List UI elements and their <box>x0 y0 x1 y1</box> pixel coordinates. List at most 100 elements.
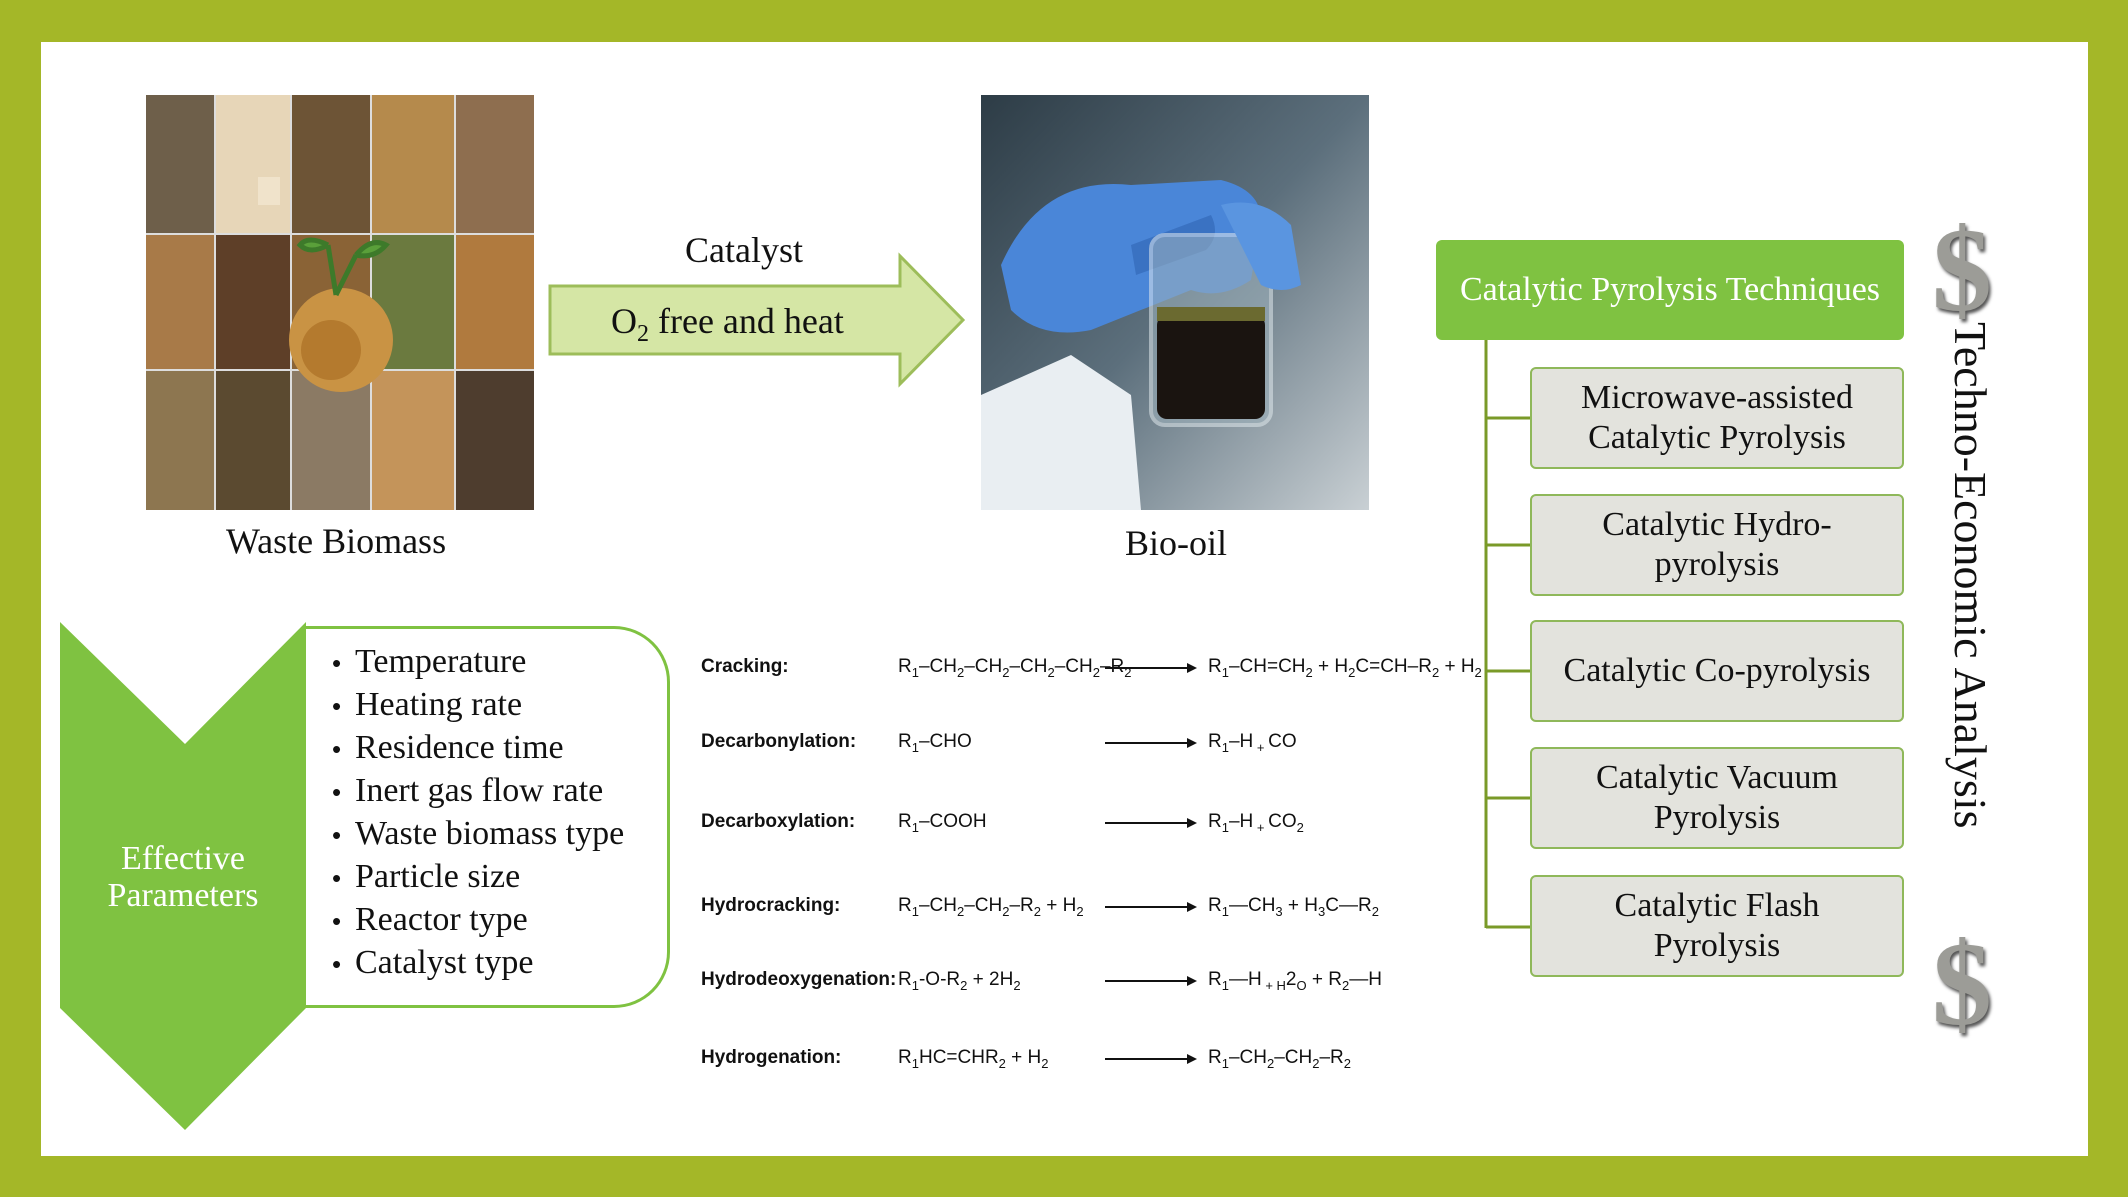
techno-economic-label: Techno-Economic Analysis <box>1945 322 1996 829</box>
formula-text: + H <box>1041 895 1077 916</box>
dollar-top-icon: $ <box>1932 203 1992 336</box>
formula-text: —CH <box>1228 895 1276 916</box>
parameter-label: Residence time <box>355 729 564 766</box>
reaction-reactant: R1-O-R2 + 2H2 <box>898 969 1021 993</box>
formula-subscript: 2 <box>1002 903 1010 919</box>
formula-text: –CH <box>1054 656 1093 677</box>
formula-text: R <box>1208 656 1222 677</box>
formula-text: + R <box>1306 969 1342 990</box>
formula-text: –CH <box>918 656 957 677</box>
reaction-arrow-icon <box>1105 738 1197 748</box>
reaction-reactant: R1HC=CHR2 + H2 <box>898 1047 1049 1071</box>
formula-subscript: 2 <box>1092 664 1100 680</box>
reaction-label: Decarboxylation: <box>701 811 856 832</box>
formula-text: R <box>1208 969 1222 990</box>
formula-subscript: 2 <box>1266 1055 1275 1071</box>
effective-parameters-title-line1: Effective <box>121 840 245 877</box>
formula-text: —H <box>1349 969 1382 990</box>
reaction-reactant: R1–CH2–CH2–CH2–CH2–R2 <box>898 656 1132 680</box>
formula-text: R <box>1208 811 1222 832</box>
formula-subscript: 1 <box>911 739 919 755</box>
formula-text: –COOH <box>918 811 987 832</box>
oxygen-symbol: O <box>611 301 637 341</box>
formula-text: –CH <box>918 895 957 916</box>
technique-item: Catalytic Hydro-pyrolysis <box>1530 494 1904 596</box>
formula-subscript: 1 <box>911 664 919 680</box>
formula-subscript: 2 <box>998 1055 1006 1071</box>
formula-subscript: 2 <box>1002 664 1010 680</box>
formula-subscript: 3 <box>1318 903 1326 919</box>
parameter-label: Inert gas flow rate <box>355 772 604 809</box>
technique-line1: Catalytic Hydro- <box>1602 506 1832 544</box>
parameter-item: •Catalyst type <box>318 941 624 984</box>
parameter-item: •Waste biomass type <box>318 812 624 855</box>
formula-subscript: 1 <box>1221 819 1229 835</box>
formula-text: CO <box>1268 731 1297 752</box>
parameter-label: Heating rate <box>355 686 523 723</box>
reaction-products: R1–H + CO <box>1208 731 1297 755</box>
parameter-label: Waste biomass type <box>355 815 625 852</box>
reaction-products: R1–CH2–CH2–R2 <box>1208 1047 1351 1071</box>
arrow-inner-suffix: free and heat <box>649 301 844 341</box>
formula-text: R <box>898 1047 912 1068</box>
reaction-label: Cracking: <box>701 656 789 677</box>
reaction-label: Hydrocracking: <box>701 895 841 916</box>
formula-subscript: 1 <box>911 903 919 919</box>
formula-subscript: 1 <box>911 819 919 835</box>
reaction-arrow-icon <box>1105 663 1197 673</box>
parameter-label: Reactor type <box>355 901 528 938</box>
parameters-list: •Temperature•Heating rate•Residence time… <box>318 640 624 984</box>
parameter-item: •Residence time <box>318 726 624 769</box>
formula-text: R <box>898 811 912 832</box>
formula-text: R <box>1208 731 1222 752</box>
reaction-reactant: R1–COOH <box>898 811 987 835</box>
formula-subscript: 1 <box>1221 739 1229 755</box>
formula-text: –CH <box>1009 656 1048 677</box>
technique-line2: Pyrolysis <box>1653 927 1781 964</box>
formula-text: R <box>1208 1047 1222 1068</box>
formula-subscript: 2 <box>1076 903 1084 919</box>
parameter-item: •Reactor type <box>318 898 624 941</box>
formula-subscript: 2 <box>1047 664 1055 680</box>
reaction-arrow-icon <box>1105 976 1197 986</box>
formula-subscript: 2 <box>1305 664 1313 680</box>
formula-text: –CH <box>1274 1047 1313 1068</box>
formula-subscript: 2 <box>1343 1055 1351 1071</box>
reaction-reactant: R1–CHO <box>898 731 972 755</box>
formula-subscript: 2 <box>1348 664 1356 680</box>
reaction-arrow-icon <box>1105 1054 1197 1064</box>
waste-biomass-collage <box>146 95 534 510</box>
formula-text: R <box>898 969 912 990</box>
formula-subscript: 2 <box>1474 664 1482 680</box>
formula-subscript: 1 <box>1221 664 1229 680</box>
process-arrow <box>548 252 966 388</box>
formula-text: R <box>1208 895 1222 916</box>
formula-text: C—R <box>1325 895 1372 916</box>
formula-subscript: 2 <box>1431 664 1440 680</box>
techniques-header: Catalytic Pyrolysis Techniques <box>1436 240 1904 340</box>
bullet-icon: • <box>331 949 342 979</box>
dollar-bottom-icon: $ <box>1932 917 1992 1050</box>
parameter-item: •Temperature <box>318 640 624 683</box>
formula-subscript: 2 <box>1033 903 1041 919</box>
parameter-label: Temperature <box>355 643 527 680</box>
formula-subscript: 2 <box>1371 903 1379 919</box>
parameters-list-box <box>306 626 670 1008</box>
technique-line1: Microwave-assisted <box>1581 379 1853 417</box>
reaction-label: Hydrodeoxygenation: <box>701 969 897 990</box>
formula-subscript: 2 <box>956 903 965 919</box>
biomass-tiles <box>146 95 534 510</box>
technique-line2: Pyrolysis <box>1653 799 1781 836</box>
formula-subscript: 1 <box>1221 1055 1229 1071</box>
formula-subscript: + <box>1253 819 1269 835</box>
bullet-icon: • <box>331 691 342 721</box>
formula-subscript: O <box>1296 977 1307 993</box>
reaction-products: R1—H + H2O + R2—H <box>1208 969 1382 993</box>
reaction-arrow-icon <box>1105 818 1197 828</box>
formula-text: –R <box>1009 895 1034 916</box>
